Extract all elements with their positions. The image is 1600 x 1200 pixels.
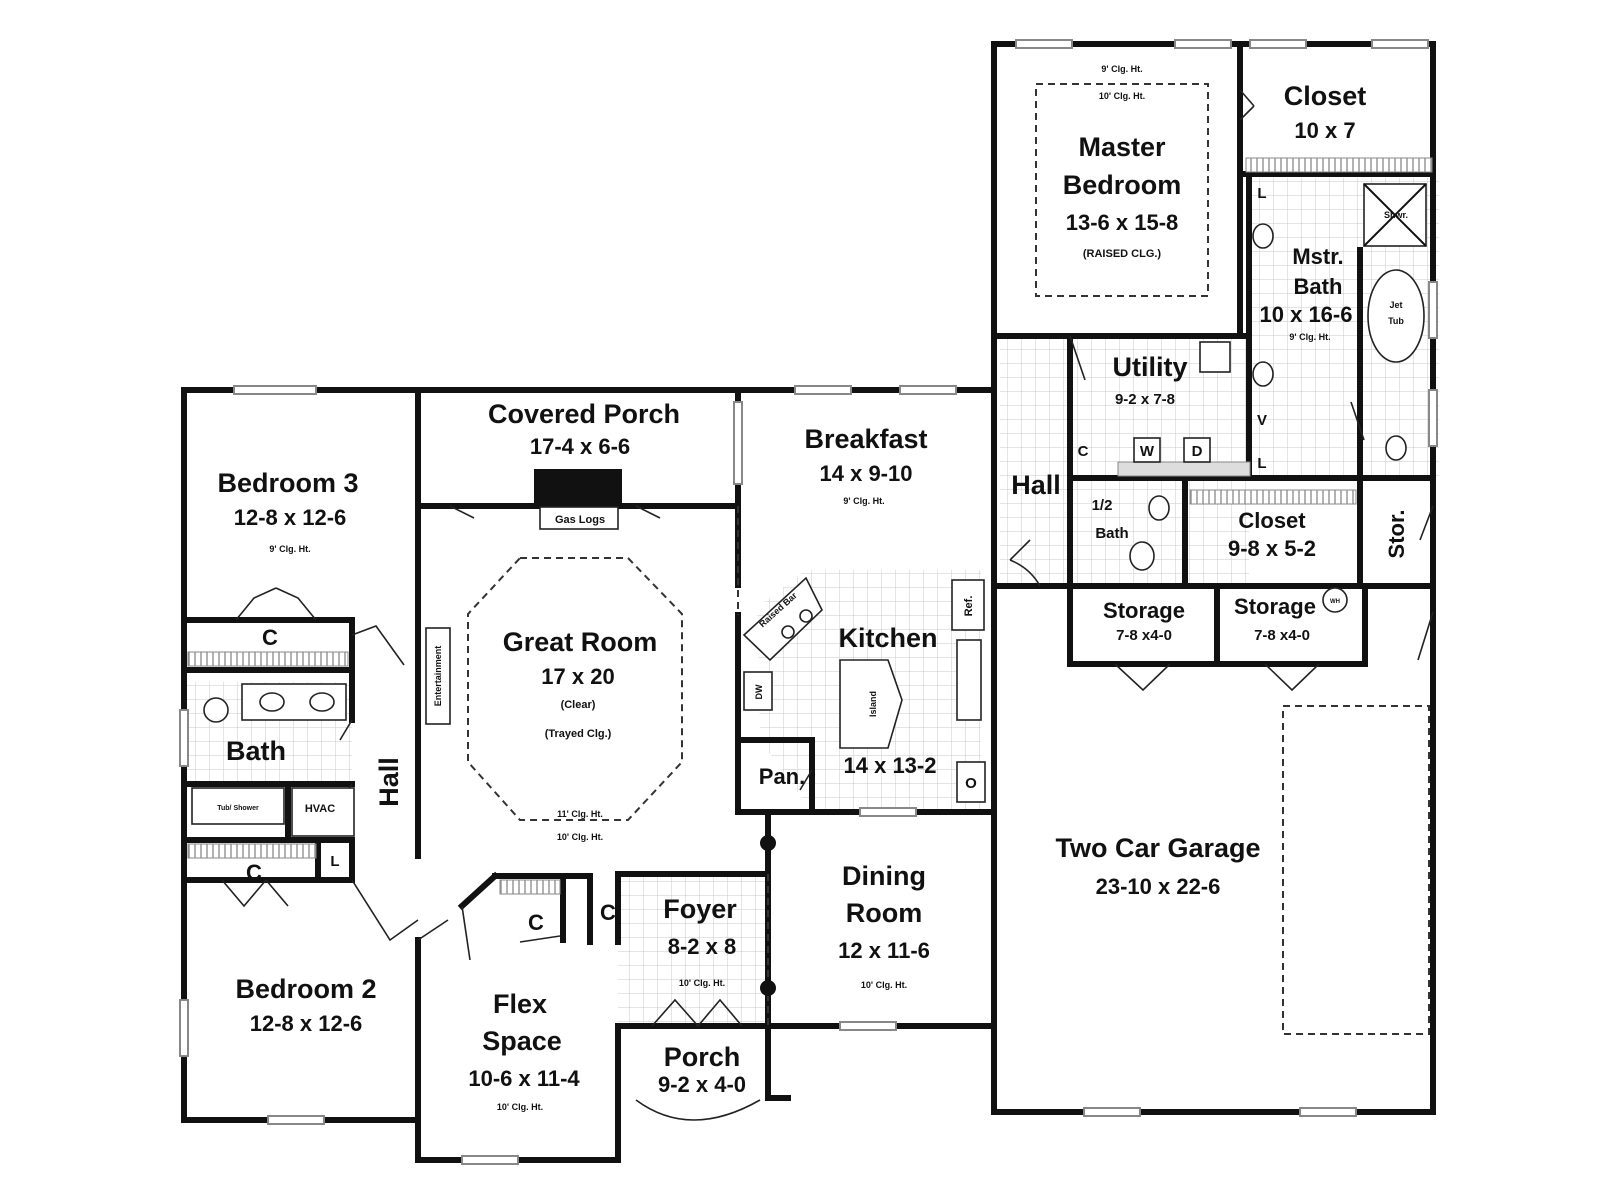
bath-name: Bath: [226, 736, 286, 766]
island-label: Island: [868, 691, 878, 717]
porch-name: Porch: [664, 1042, 741, 1072]
dishwasher-label: DW: [754, 684, 764, 699]
jet-tub-label-1: Jet: [1389, 300, 1402, 310]
gas-logs-label: Gas Logs: [555, 514, 605, 526]
covered-porch-name: Covered Porch: [488, 399, 680, 429]
hvac-label: HVAC: [305, 803, 335, 815]
bedroom-3-dims: 12-8 x 12-6: [234, 505, 347, 530]
tub-shower-label: Tub/ Shower: [217, 805, 259, 812]
hall-east-name: Hall: [1011, 470, 1061, 500]
room-labels: 9' Clg. Ht. 10' Clg. Ht. Master Bedroom …: [217, 64, 1409, 1112]
master-bedroom-note: (RAISED CLG.): [1083, 248, 1162, 260]
bedroom-3-name: Bedroom 3: [217, 468, 358, 498]
washer-label: W: [1140, 443, 1155, 460]
garage-dims: 23-10 x 22-6: [1096, 874, 1221, 899]
storage-2-dims: 7-8 x4-0: [1254, 627, 1310, 644]
utility-closet-label: C: [1078, 443, 1089, 460]
mstr-bath-vanity-label: V: [1257, 412, 1267, 429]
mstr-bath-name-2: Bath: [1294, 274, 1343, 299]
hall-closet-name: Closet: [1238, 508, 1306, 533]
foyer-name: Foyer: [663, 894, 737, 924]
bedroom-2-dims: 12-8 x 12-6: [250, 1011, 363, 1036]
great-room-ceiling-2: 10' Clg. Ht.: [557, 832, 603, 842]
dining-room-dims: 12 x 11-6: [838, 938, 930, 963]
dining-room-name-1: Dining: [842, 861, 926, 891]
storage-2-name: Storage: [1234, 594, 1316, 619]
flex-closet-label: C: [528, 910, 544, 935]
windows: [179, 39, 1438, 1165]
mstr-bath-lav-label: L: [1257, 185, 1266, 202]
half-bath-name-1: 1/2: [1092, 497, 1113, 514]
foyer-ceiling: 10' Clg. Ht.: [679, 978, 725, 988]
dining-room-name-2: Room: [846, 898, 923, 928]
storage-1-name: Storage: [1103, 598, 1185, 623]
hall-closet-dims: 9-8 x 5-2: [1228, 536, 1316, 561]
utility-name: Utility: [1112, 352, 1187, 382]
great-room-note-1: (Clear): [561, 699, 596, 711]
entertainment-label: Entertainment: [433, 646, 443, 707]
foyer-closet-label: C: [600, 900, 616, 925]
fixtures: [191, 183, 1427, 996]
master-bedroom-dims: 13-6 x 15-8: [1066, 210, 1179, 235]
bedroom-2-closet-label: C: [246, 860, 262, 885]
master-bedroom-ceiling-1: 9' Clg. Ht.: [1101, 64, 1142, 74]
master-closet-name: Closet: [1284, 81, 1367, 111]
great-room-note-2: (Trayed Clg.): [545, 728, 612, 740]
shower-label: Shwr.: [1384, 210, 1408, 220]
flex-space-ceiling: 10' Clg. Ht.: [497, 1102, 543, 1112]
jet-tub-label-2: Tub: [1388, 316, 1404, 326]
linen-closet-label: L: [330, 853, 339, 870]
breakfast-dims: 14 x 9-10: [820, 461, 913, 486]
dining-room-ceiling: 10' Clg. Ht.: [861, 980, 907, 990]
oven-label: O: [965, 775, 977, 792]
mstr-bath-name-1: Mstr.: [1292, 244, 1343, 269]
dryer-label: D: [1192, 443, 1203, 460]
utility-dims: 9-2 x 7-8: [1115, 391, 1175, 408]
mstr-bath-lav2-label: L: [1257, 455, 1266, 472]
flex-space-name-1: Flex: [493, 989, 547, 1019]
porch-dims: 9-2 x 4-0: [658, 1072, 746, 1097]
flex-space-dims: 10-6 x 11-4: [468, 1066, 580, 1091]
master-bedroom-name-2: Bedroom: [1063, 170, 1182, 200]
refrigerator-label: Ref.: [963, 596, 975, 617]
master-closet-dims: 10 x 7: [1294, 118, 1355, 143]
great-room-ceiling-1: 11' Clg. Ht.: [557, 809, 603, 819]
hall-west-name: Hall: [374, 757, 404, 807]
bedroom-3-closet-label: C: [262, 625, 278, 650]
master-bedroom-ceiling-2: 10' Clg. Ht.: [1099, 91, 1145, 101]
bedroom-3-ceiling: 9' Clg. Ht.: [269, 544, 310, 554]
dashed-outlines: [467, 83, 1430, 1035]
mstr-bath-ceiling: 9' Clg. Ht.: [1289, 332, 1330, 342]
pantry-label: Pan.: [759, 764, 805, 789]
bedroom-2-name: Bedroom 2: [235, 974, 376, 1004]
breakfast-ceiling: 9' Clg. Ht.: [843, 496, 884, 506]
doors: [221, 89, 1434, 1121]
master-bedroom-name-1: Master: [1078, 132, 1166, 162]
stor-name: Stor.: [1384, 510, 1409, 559]
water-heater-label: WH: [1330, 599, 1340, 605]
kitchen-name: Kitchen: [838, 623, 937, 653]
flex-space-name-2: Space: [482, 1026, 562, 1056]
half-bath-name-2: Bath: [1095, 525, 1128, 542]
foyer-dims: 8-2 x 8: [668, 934, 737, 959]
great-room-dims: 17 x 20: [541, 664, 614, 689]
kitchen-dims: 14 x 13-2: [844, 753, 937, 778]
covered-porch-dims: 17-4 x 6-6: [530, 434, 630, 459]
storage-1-dims: 7-8 x4-0: [1116, 627, 1172, 644]
mstr-bath-dims: 10 x 16-6: [1260, 302, 1353, 327]
garage-name: Two Car Garage: [1055, 833, 1260, 863]
breakfast-name: Breakfast: [804, 424, 927, 454]
great-room-name: Great Room: [503, 627, 658, 657]
